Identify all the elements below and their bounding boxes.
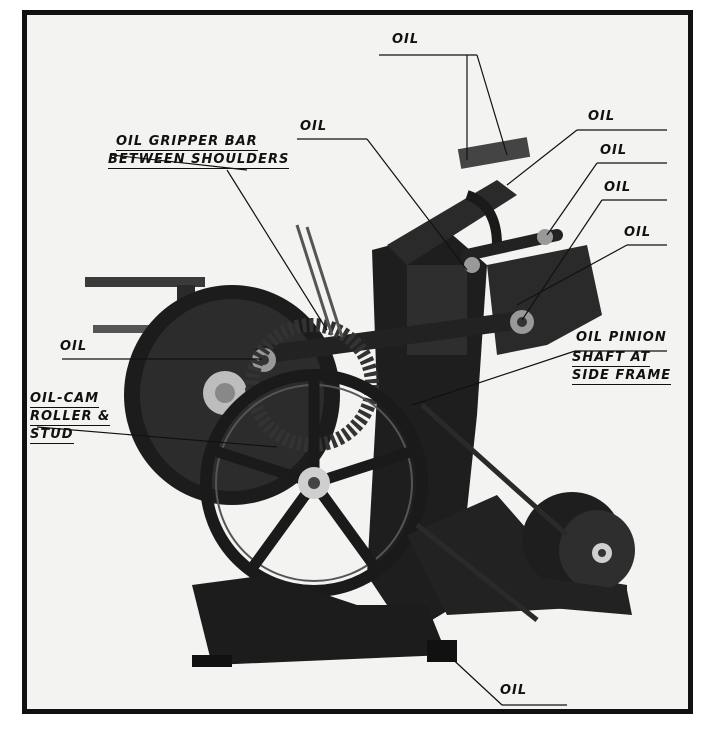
label-oil-cam: OIL-CAM — [30, 391, 100, 408]
label-oil-bottom: OIL — [500, 683, 528, 698]
label-oil-right-2: OIL — [600, 143, 628, 158]
drive-belt-lower — [415, 523, 539, 622]
label-oil-mid-left: OIL — [300, 119, 328, 134]
label-oil-left: OIL — [60, 339, 88, 354]
levers — [295, 224, 344, 338]
printing-press-illustration — [36, 54, 667, 706]
label-stud: STUD — [30, 427, 74, 444]
platen-top — [387, 137, 531, 265]
label-oil-right-4: OIL — [624, 225, 652, 240]
label-roller: ROLLER & — [30, 409, 111, 426]
electric-motor — [517, 492, 635, 615]
leader-lines — [36, 54, 667, 706]
label-between-shoulders: BETWEEN SHOULDERS — [108, 152, 290, 169]
label-oil-right-1: OIL — [588, 109, 616, 124]
connecting-rods — [252, 229, 563, 372]
diagram-frame — [22, 10, 693, 714]
label-oil-top: OIL — [392, 32, 420, 47]
label-side-frame: SIDE FRAME — [572, 368, 672, 385]
label-shaft-at: SHAFT AT — [572, 350, 651, 367]
label-oil-pinion: OIL PINION — [576, 330, 667, 345]
drive-belt — [420, 403, 569, 537]
label-oil-right-3: OIL — [604, 180, 632, 195]
label-oil-gripper-bar: OIL GRIPPER BAR — [116, 134, 258, 151]
